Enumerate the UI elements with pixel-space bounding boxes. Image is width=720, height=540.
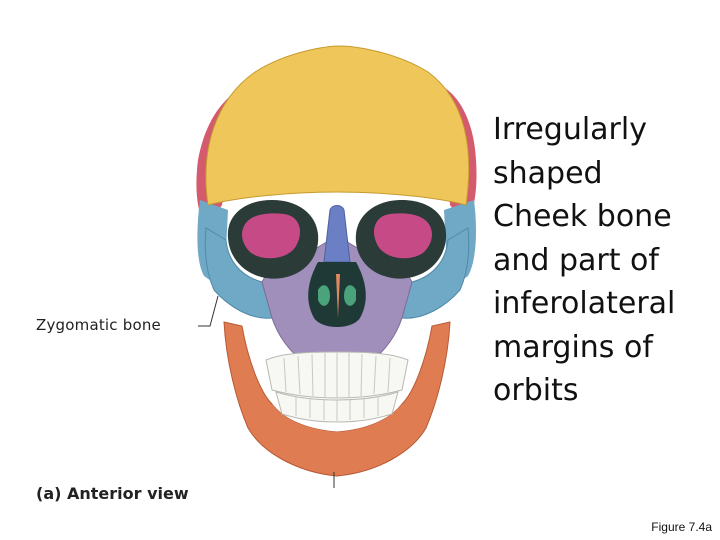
mandible xyxy=(223,321,451,477)
description-line: Irregularly xyxy=(493,112,647,147)
description-line: inferolateral xyxy=(493,286,676,321)
description-line: margins of xyxy=(493,329,653,365)
mandible-chin xyxy=(272,404,402,464)
orbit-right-inner xyxy=(374,213,432,259)
lower-teeth-lines xyxy=(295,396,379,421)
description-line: orbits xyxy=(493,373,579,408)
vomer xyxy=(336,274,340,318)
orbit-left-inner xyxy=(242,213,300,259)
view-label: (a) Anterior view xyxy=(36,484,189,503)
upper-teeth-lines xyxy=(283,352,391,398)
figure-caption: Figure 7.4a xyxy=(651,520,712,534)
description-text: Irregularly shaped Cheek bone and part o… xyxy=(493,108,715,413)
frontal-bone xyxy=(205,45,470,206)
description-line: shaped xyxy=(493,155,603,191)
zygomatic-leader-line xyxy=(198,295,219,327)
nasal-bone xyxy=(323,205,351,263)
description-line: Cheek bone xyxy=(493,199,672,234)
nasal-concha-left xyxy=(318,285,330,306)
zygomatic-bone-label: Zygomatic bone xyxy=(36,316,161,334)
nasal-concha-right xyxy=(344,285,356,306)
description-line: and part of xyxy=(493,242,659,278)
